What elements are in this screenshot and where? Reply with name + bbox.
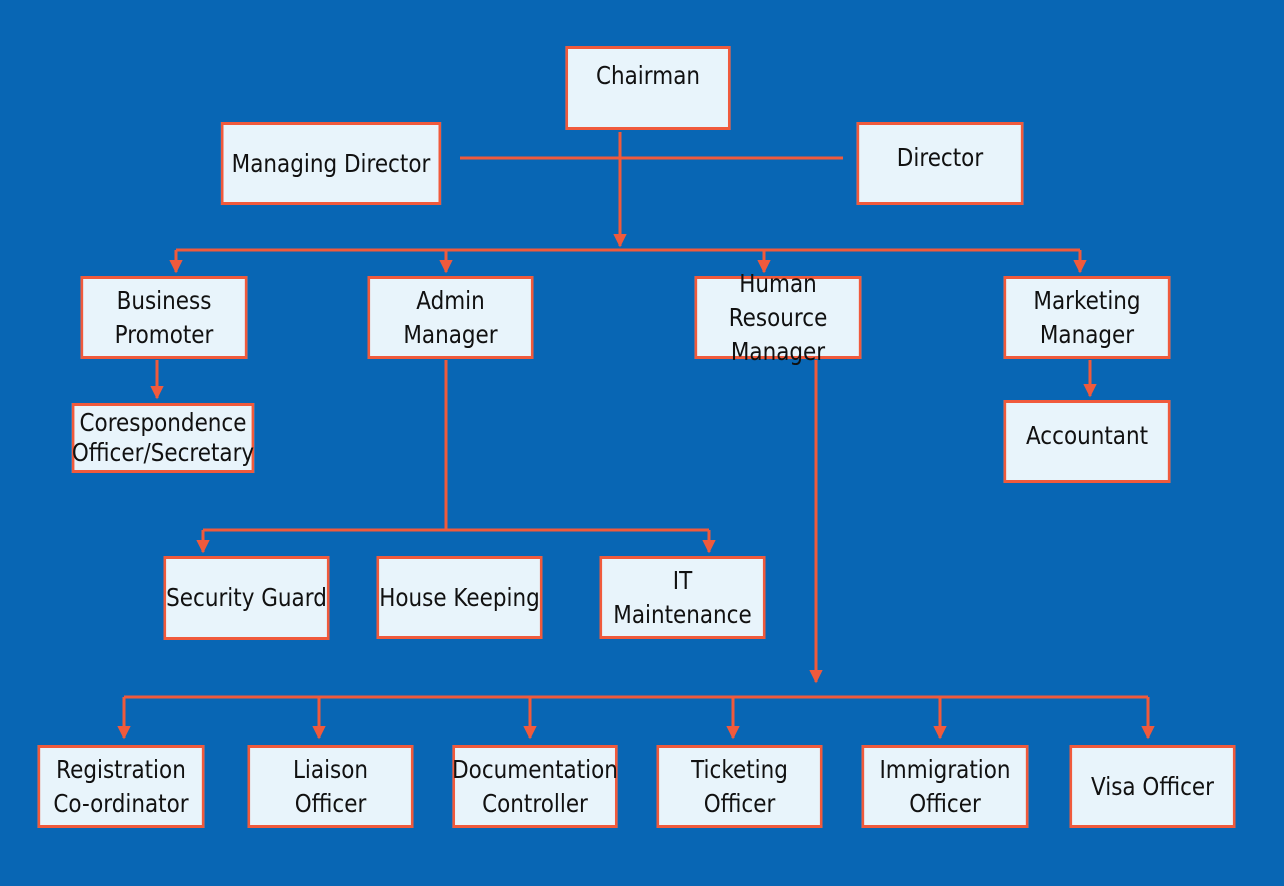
director-box: Director bbox=[856, 122, 1024, 205]
house-keeping-box: House Keeping bbox=[376, 556, 543, 639]
liaison-officer-label: Liaison Officer bbox=[292, 754, 369, 818]
managing-director-box: Managing Director bbox=[220, 122, 442, 205]
admin-manager-box: Admin Manager bbox=[367, 276, 534, 359]
marketing-manager-label: Marketing Manager bbox=[1033, 285, 1141, 349]
immigration-officer-label: Immigration Officer bbox=[879, 754, 1011, 818]
correspondence-officer-box: Corespondence Officer/Secretary bbox=[71, 403, 255, 473]
business-promoter-box: Business Promoter bbox=[80, 276, 248, 359]
visa-officer-box: Visa Officer bbox=[1069, 745, 1236, 828]
it-maintenance-label: IT Maintenance bbox=[613, 565, 752, 629]
documentation-controller-box: Documentation Controller bbox=[452, 745, 618, 828]
accountant-box: Accountant bbox=[1003, 400, 1171, 483]
hr-manager-box: Human Resource Manager bbox=[694, 269, 862, 366]
immigration-officer-box: Immigration Officer bbox=[861, 745, 1029, 828]
managing-director-label: Managing Director bbox=[231, 148, 431, 178]
house-keeping-label: House Keeping bbox=[379, 582, 540, 612]
business-promoter-label: Business Promoter bbox=[114, 285, 214, 349]
hr-manager-label: Human Resource Manager bbox=[728, 268, 828, 366]
ticketing-officer-label: Ticketing Officer bbox=[691, 754, 788, 818]
liaison-officer-box: Liaison Officer bbox=[247, 745, 414, 828]
chairman-label: Chairman bbox=[595, 61, 701, 90]
ticketing-officer-box: Ticketing Officer bbox=[656, 745, 823, 828]
correspondence-officer-label: Corespondence Officer/Secretary bbox=[71, 408, 255, 467]
accountant-label: Accountant bbox=[1025, 421, 1149, 450]
registration-coordinator-label: Registration Co-ordinator bbox=[53, 754, 189, 818]
marketing-manager-box: Marketing Manager bbox=[1003, 276, 1171, 359]
security-guard-label: Security Guard bbox=[166, 583, 327, 612]
registration-coordinator-box: Registration Co-ordinator bbox=[37, 745, 205, 828]
documentation-controller-label: Documentation Controller bbox=[452, 754, 618, 818]
chairman-box: Chairman bbox=[565, 46, 731, 130]
visa-officer-label: Visa Officer bbox=[1090, 771, 1215, 801]
it-maintenance-box: IT Maintenance bbox=[599, 556, 766, 639]
director-label: Director bbox=[896, 143, 984, 172]
security-guard-box: Security Guard bbox=[163, 556, 330, 640]
admin-manager-label: Admin Manager bbox=[403, 285, 498, 349]
